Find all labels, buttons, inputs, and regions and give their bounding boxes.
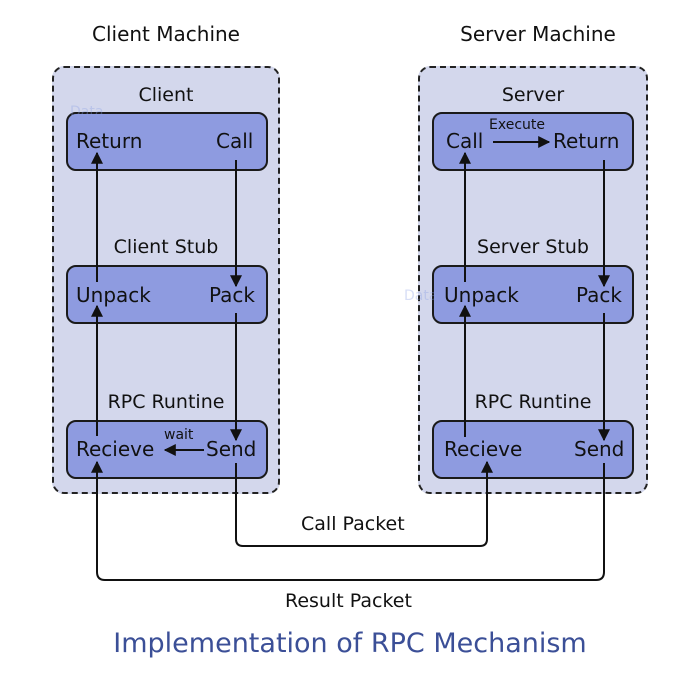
client-call-label: Call	[216, 129, 254, 153]
client-unpack-label: Unpack	[76, 283, 151, 307]
call-packet-path	[235, 460, 493, 547]
client-machine-title: Client Machine	[92, 22, 240, 46]
wait-label: wait	[164, 427, 194, 443]
result-packet-label: Result Packet	[285, 590, 412, 612]
client-runtime-label: RPC Runtine	[107, 391, 225, 413]
server-unpack-label: Unpack	[444, 283, 519, 307]
server-runtime-label: RPC Runtine	[474, 391, 592, 413]
server-call-label: Call	[446, 129, 484, 153]
server-stub-label: Server Stub	[477, 236, 589, 258]
execute-label: Execute	[489, 117, 545, 133]
server-layer-label: Server	[501, 84, 565, 106]
result-packet-path	[91, 460, 605, 581]
watermark-logo: Data	[404, 288, 438, 304]
server-send-label: Send	[574, 437, 625, 461]
watermark-logo: Data	[70, 104, 104, 120]
client-stub-label: Client Stub	[113, 236, 219, 258]
server-pack-label: Pack	[576, 283, 622, 307]
client-return-label: Return	[76, 129, 143, 153]
server-recieve-label: Recieve	[444, 437, 523, 461]
server-return-label: Return	[553, 129, 620, 153]
client-send-label: Send	[206, 437, 257, 461]
client-layer-label: Client	[138, 84, 194, 106]
call-packet-label: Call Packet	[301, 513, 405, 535]
server-machine-title: Server Machine	[460, 22, 616, 46]
client-recieve-label: Recieve	[76, 437, 155, 461]
client-pack-label: Pack	[209, 283, 255, 307]
diagram-caption: Implementation of RPC Mechanism	[113, 628, 587, 659]
